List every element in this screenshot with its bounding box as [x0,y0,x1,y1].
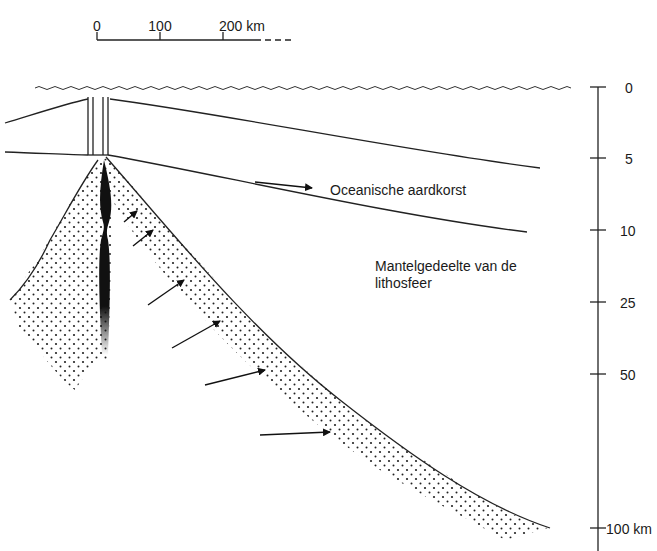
stippled-zone [10,158,548,540]
lithosphere-base [10,157,550,528]
crust-outline [5,97,540,232]
magma-chamber [99,160,111,355]
depth-number: 100 km [606,521,652,538]
layer-label: Oceanische aardkorst [330,182,466,199]
depth-number: 5 [625,151,633,168]
depth-number: 0 [625,80,633,97]
depth-number: 10 [620,223,636,240]
flow-arrow [124,182,330,435]
sea-surface [35,87,571,90]
scale-number: 100 [148,18,171,35]
depth-axis [590,87,606,551]
depth-number: 25 [620,295,636,312]
scale-number: 200 km [219,18,265,35]
layer-label: Mantelgedeelte van de lithosfeer [375,258,525,292]
depth-number: 50 [620,367,636,384]
scale-number: 0 [93,18,101,35]
